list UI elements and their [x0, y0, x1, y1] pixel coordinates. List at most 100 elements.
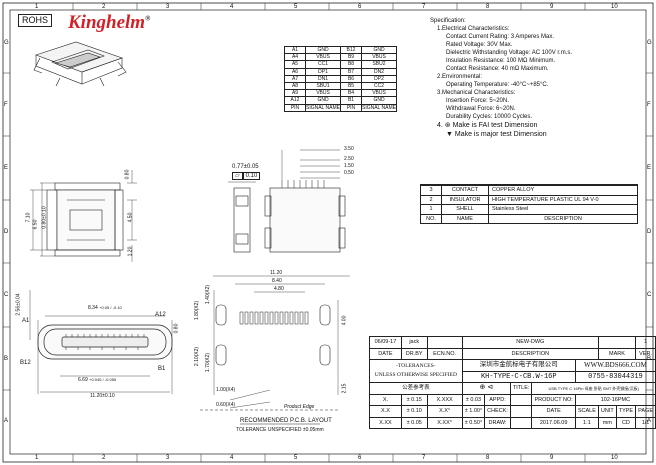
spec-line: Durability Cycles: 10000 Cycles. — [446, 114, 533, 120]
col-label: 6 — [358, 4, 362, 10]
pin-label-b1: B1 — [158, 366, 166, 372]
dim-label: 4.00 — [341, 315, 348, 326]
end-view — [228, 181, 256, 253]
table-cell: DP1 — [305, 67, 341, 76]
dim-label: 2.56±0.04 — [15, 293, 22, 316]
spec-title: Specification: — [430, 18, 466, 24]
dim-label: 7.10 — [25, 212, 32, 223]
dim-label: 1.70(X2) — [205, 352, 212, 373]
product-edge-label: Product Edge — [284, 404, 315, 410]
table-cell: DN2 — [361, 67, 397, 76]
spec-line: 1.Electrical Characteristics: — [437, 26, 510, 32]
spec-line: Contact Resistance: 40 mΩ Maximum. — [446, 66, 549, 72]
dim-label: 11.20±0.10 — [90, 393, 115, 399]
spec-line: 2.Environmental: — [437, 74, 483, 80]
dim-label: 0.80 — [173, 323, 180, 334]
table-cell: A12 — [284, 96, 306, 105]
table-cell: NAME — [441, 213, 489, 224]
dim-label: 2.15 — [341, 383, 348, 394]
table-cell — [509, 405, 533, 418]
table-row — [420, 184, 638, 186]
table-cell: jack — [400, 336, 428, 349]
rohs-badge: ROHS — [18, 14, 53, 27]
spec-line: Insertion Force: 5~20N. — [446, 98, 509, 104]
table-cell: NEW-DWG — [461, 336, 599, 349]
spec-line: Dielectric Withstanding Voltage: AC 100V… — [446, 50, 573, 56]
table-cell — [509, 393, 533, 406]
dim-label: 8.40 — [272, 278, 282, 284]
table-row: -TOLERANCES-UNLESS OTHERWISE SPECIFIED 深… — [369, 359, 656, 383]
table-cell: ECN.NO. — [426, 347, 463, 360]
row-label: E — [4, 165, 9, 171]
table-cell: VBUS — [361, 89, 397, 98]
row-label: F — [647, 102, 651, 108]
dim-label: 8.34 +0.05 / -0.10 — [88, 305, 122, 311]
table-cell: VBUS — [305, 53, 341, 62]
table-cell: VBUS — [305, 89, 341, 98]
table-cell: DESCRIPTION — [488, 213, 638, 224]
table-cell: SBU2 — [361, 60, 397, 69]
table-cell: SHELL — [441, 204, 489, 215]
col-label: 3 — [166, 455, 170, 461]
table-cell: A7 — [284, 74, 306, 84]
table-cell: GND — [361, 45, 397, 55]
table-cell: SCALE — [574, 405, 599, 418]
row-label: C — [647, 292, 652, 298]
table-cell: X.XXX — [426, 393, 463, 406]
table-cell: mm — [597, 416, 617, 429]
table-cell: GND — [305, 96, 341, 105]
dim-label: 11.20 — [270, 270, 283, 276]
dim-label: 2.50 — [344, 156, 354, 162]
spec-line: Operating Temperature: -40°C~+85°C. — [446, 82, 549, 88]
table-cell: A9 — [284, 89, 306, 98]
spec-line: Contact Current Rating: 3 Amperes Max. — [446, 34, 555, 40]
table-cell: A5 — [284, 60, 306, 69]
table-cell: 06/09-17 — [369, 336, 402, 349]
table-cell: SBU1 — [305, 82, 341, 91]
col-label: 7 — [422, 4, 426, 10]
table-cell: B12 — [340, 45, 362, 55]
col-label: 8 — [486, 455, 490, 461]
table-row: X.± 0.15 X.XXX± 0.03 APPD: PRODUCT NO: 1… — [369, 393, 656, 406]
brand-logo: Kinghelm® — [68, 12, 151, 33]
table-cell: 2 — [420, 194, 442, 205]
spec-line: Withdrawal Force: 6~20N. — [446, 106, 516, 112]
col-label: 2 — [102, 455, 106, 461]
table-cell: DRAW: — [484, 416, 511, 429]
dim-label: 4.50 — [127, 212, 134, 223]
table-cell: 深圳市金航标电子有限公司 — [461, 359, 576, 372]
table-cell: GND — [361, 96, 397, 105]
dim-label: 2.10(X2) — [194, 346, 201, 367]
revision-header-row: DATE DR.BY ECN.NO. DESCRIPTION MARK VER. — [369, 347, 656, 360]
spec-line: 3.Mechanical Characteristics: — [437, 90, 516, 96]
table-cell — [488, 184, 638, 186]
col-label: 5 — [294, 4, 298, 10]
top-view — [264, 149, 346, 253]
table-cell: CD — [615, 416, 637, 429]
spec-major-note: ▼ Make is major test Dimension — [446, 131, 547, 138]
table-cell: KH-TYPE-C-CB.W-16P — [461, 370, 576, 383]
dim-label: 6.69 +0.045 / -0.055 — [78, 377, 117, 383]
table-cell: A4 — [284, 53, 306, 62]
col-label: 1 — [35, 4, 39, 10]
flatness-callout: ▱0.10 — [232, 172, 261, 180]
table-cell: PIN — [284, 103, 306, 112]
table-cell: NO. — [420, 213, 442, 224]
table-cell: X. — [369, 393, 402, 406]
col-label: 8 — [486, 4, 490, 10]
table-cell: MARK — [597, 347, 637, 360]
table-cell: 1:1 — [574, 416, 599, 429]
dim-label: 1.80(X2) — [194, 300, 201, 321]
table-cell: TYPE — [615, 405, 637, 418]
col-label: 9 — [550, 4, 554, 10]
table-cell: WWW.BDS666.COM — [574, 359, 656, 372]
spec-fai-note: 4. ⊛ Make is FAI test Dimension — [437, 122, 538, 129]
table-cell: VER. — [635, 347, 656, 360]
